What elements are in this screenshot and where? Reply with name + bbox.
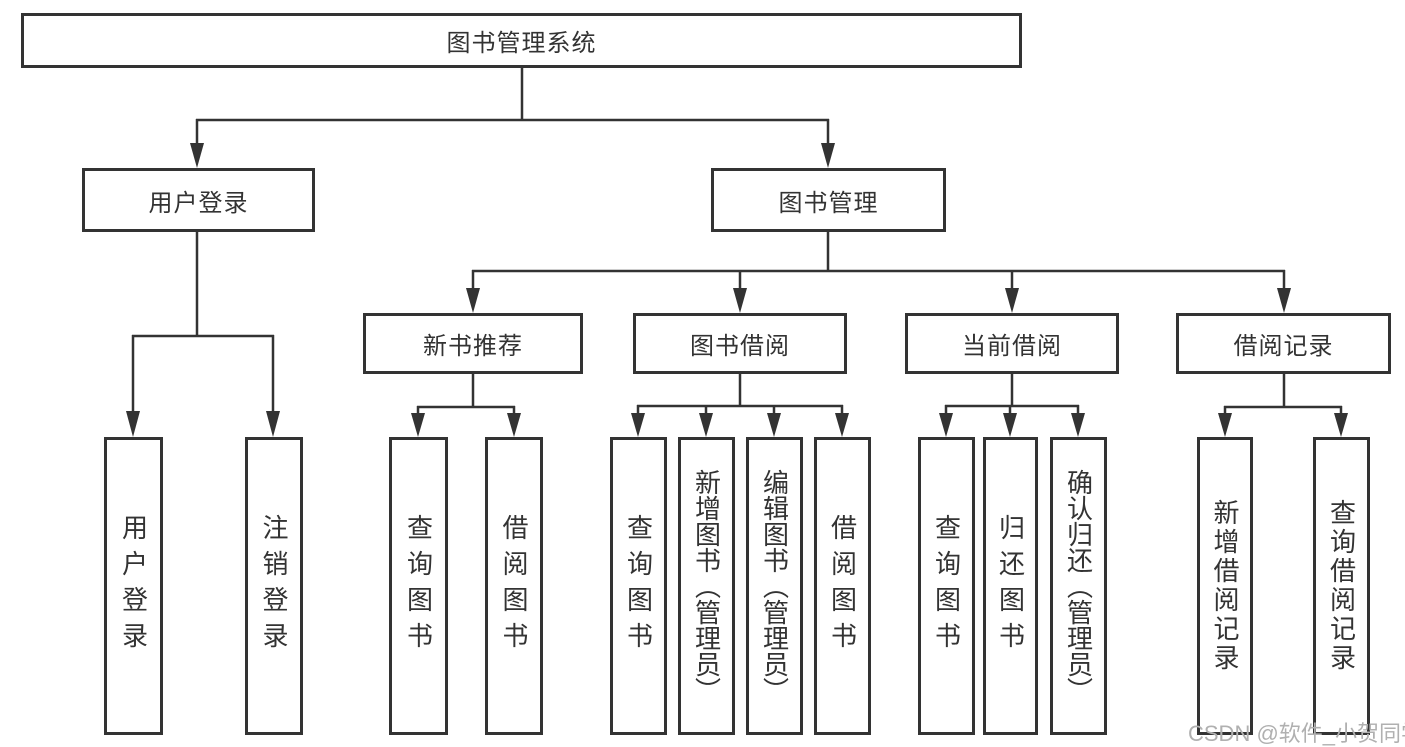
leaf-borrow-books: 借阅图书	[814, 437, 871, 735]
leaf-add-borrow-record: 新增借阅记录	[1197, 437, 1253, 735]
node-label: 借阅图书	[827, 514, 858, 658]
node-label: 用户登录	[148, 189, 249, 217]
node-label: 新增图书（管理员）	[691, 469, 722, 703]
leaf-edit-books-admin: 编辑图书（管理员）	[746, 437, 803, 735]
node-label: 查询图书	[931, 514, 962, 658]
leaf-query-books-borrow: 查询图书	[610, 437, 667, 735]
node-new-book-recommend: 新书推荐	[363, 313, 583, 374]
node-label: 查询图书	[403, 514, 434, 658]
node-label: 确认归还（管理员）	[1063, 469, 1094, 703]
leaf-query-books-recommend: 查询图书	[389, 437, 448, 735]
node-library-management-system: 图书管理系统	[21, 13, 1022, 68]
node-label: 图书管理系统	[446, 30, 597, 57]
node-book-borrow: 图书借阅	[633, 313, 847, 374]
node-label: 图书借阅	[690, 333, 790, 360]
leaf-add-books-admin: 新增图书（管理员）	[678, 437, 735, 735]
node-label: 图书管理	[778, 189, 879, 217]
csdn-watermark: CSDN @软件_小贺同学	[1188, 721, 1405, 746]
leaf-query-borrow-record: 查询借阅记录	[1313, 437, 1370, 735]
node-label: 注销登录	[259, 514, 289, 658]
node-book-management: 图书管理	[711, 168, 946, 232]
node-label: 新增借阅记录	[1210, 499, 1240, 673]
node-borrow-records: 借阅记录	[1176, 313, 1391, 374]
node-user-login: 用户登录	[82, 168, 315, 232]
leaf-query-books-current: 查询图书	[918, 437, 975, 735]
node-label: 归还图书	[995, 514, 1026, 658]
node-label: 借阅记录	[1233, 333, 1334, 360]
leaf-logout: 注销登录	[245, 437, 303, 735]
leaf-confirm-return-admin: 确认归还（管理员）	[1050, 437, 1107, 735]
node-label: 当前借阅	[962, 333, 1062, 360]
leaf-return-books: 归还图书	[983, 437, 1038, 735]
leaf-borrow-books-recommend: 借阅图书	[485, 437, 543, 735]
node-label: 编辑图书（管理员）	[759, 469, 790, 703]
leaf-user-login: 用户登录	[104, 437, 163, 735]
node-label: 查询图书	[623, 514, 654, 658]
node-label: 新书推荐	[423, 333, 523, 360]
node-current-borrow: 当前借阅	[905, 313, 1119, 374]
node-label: 查询借阅记录	[1326, 499, 1357, 673]
node-label: 用户登录	[118, 514, 149, 658]
node-label: 借阅图书	[499, 514, 529, 658]
